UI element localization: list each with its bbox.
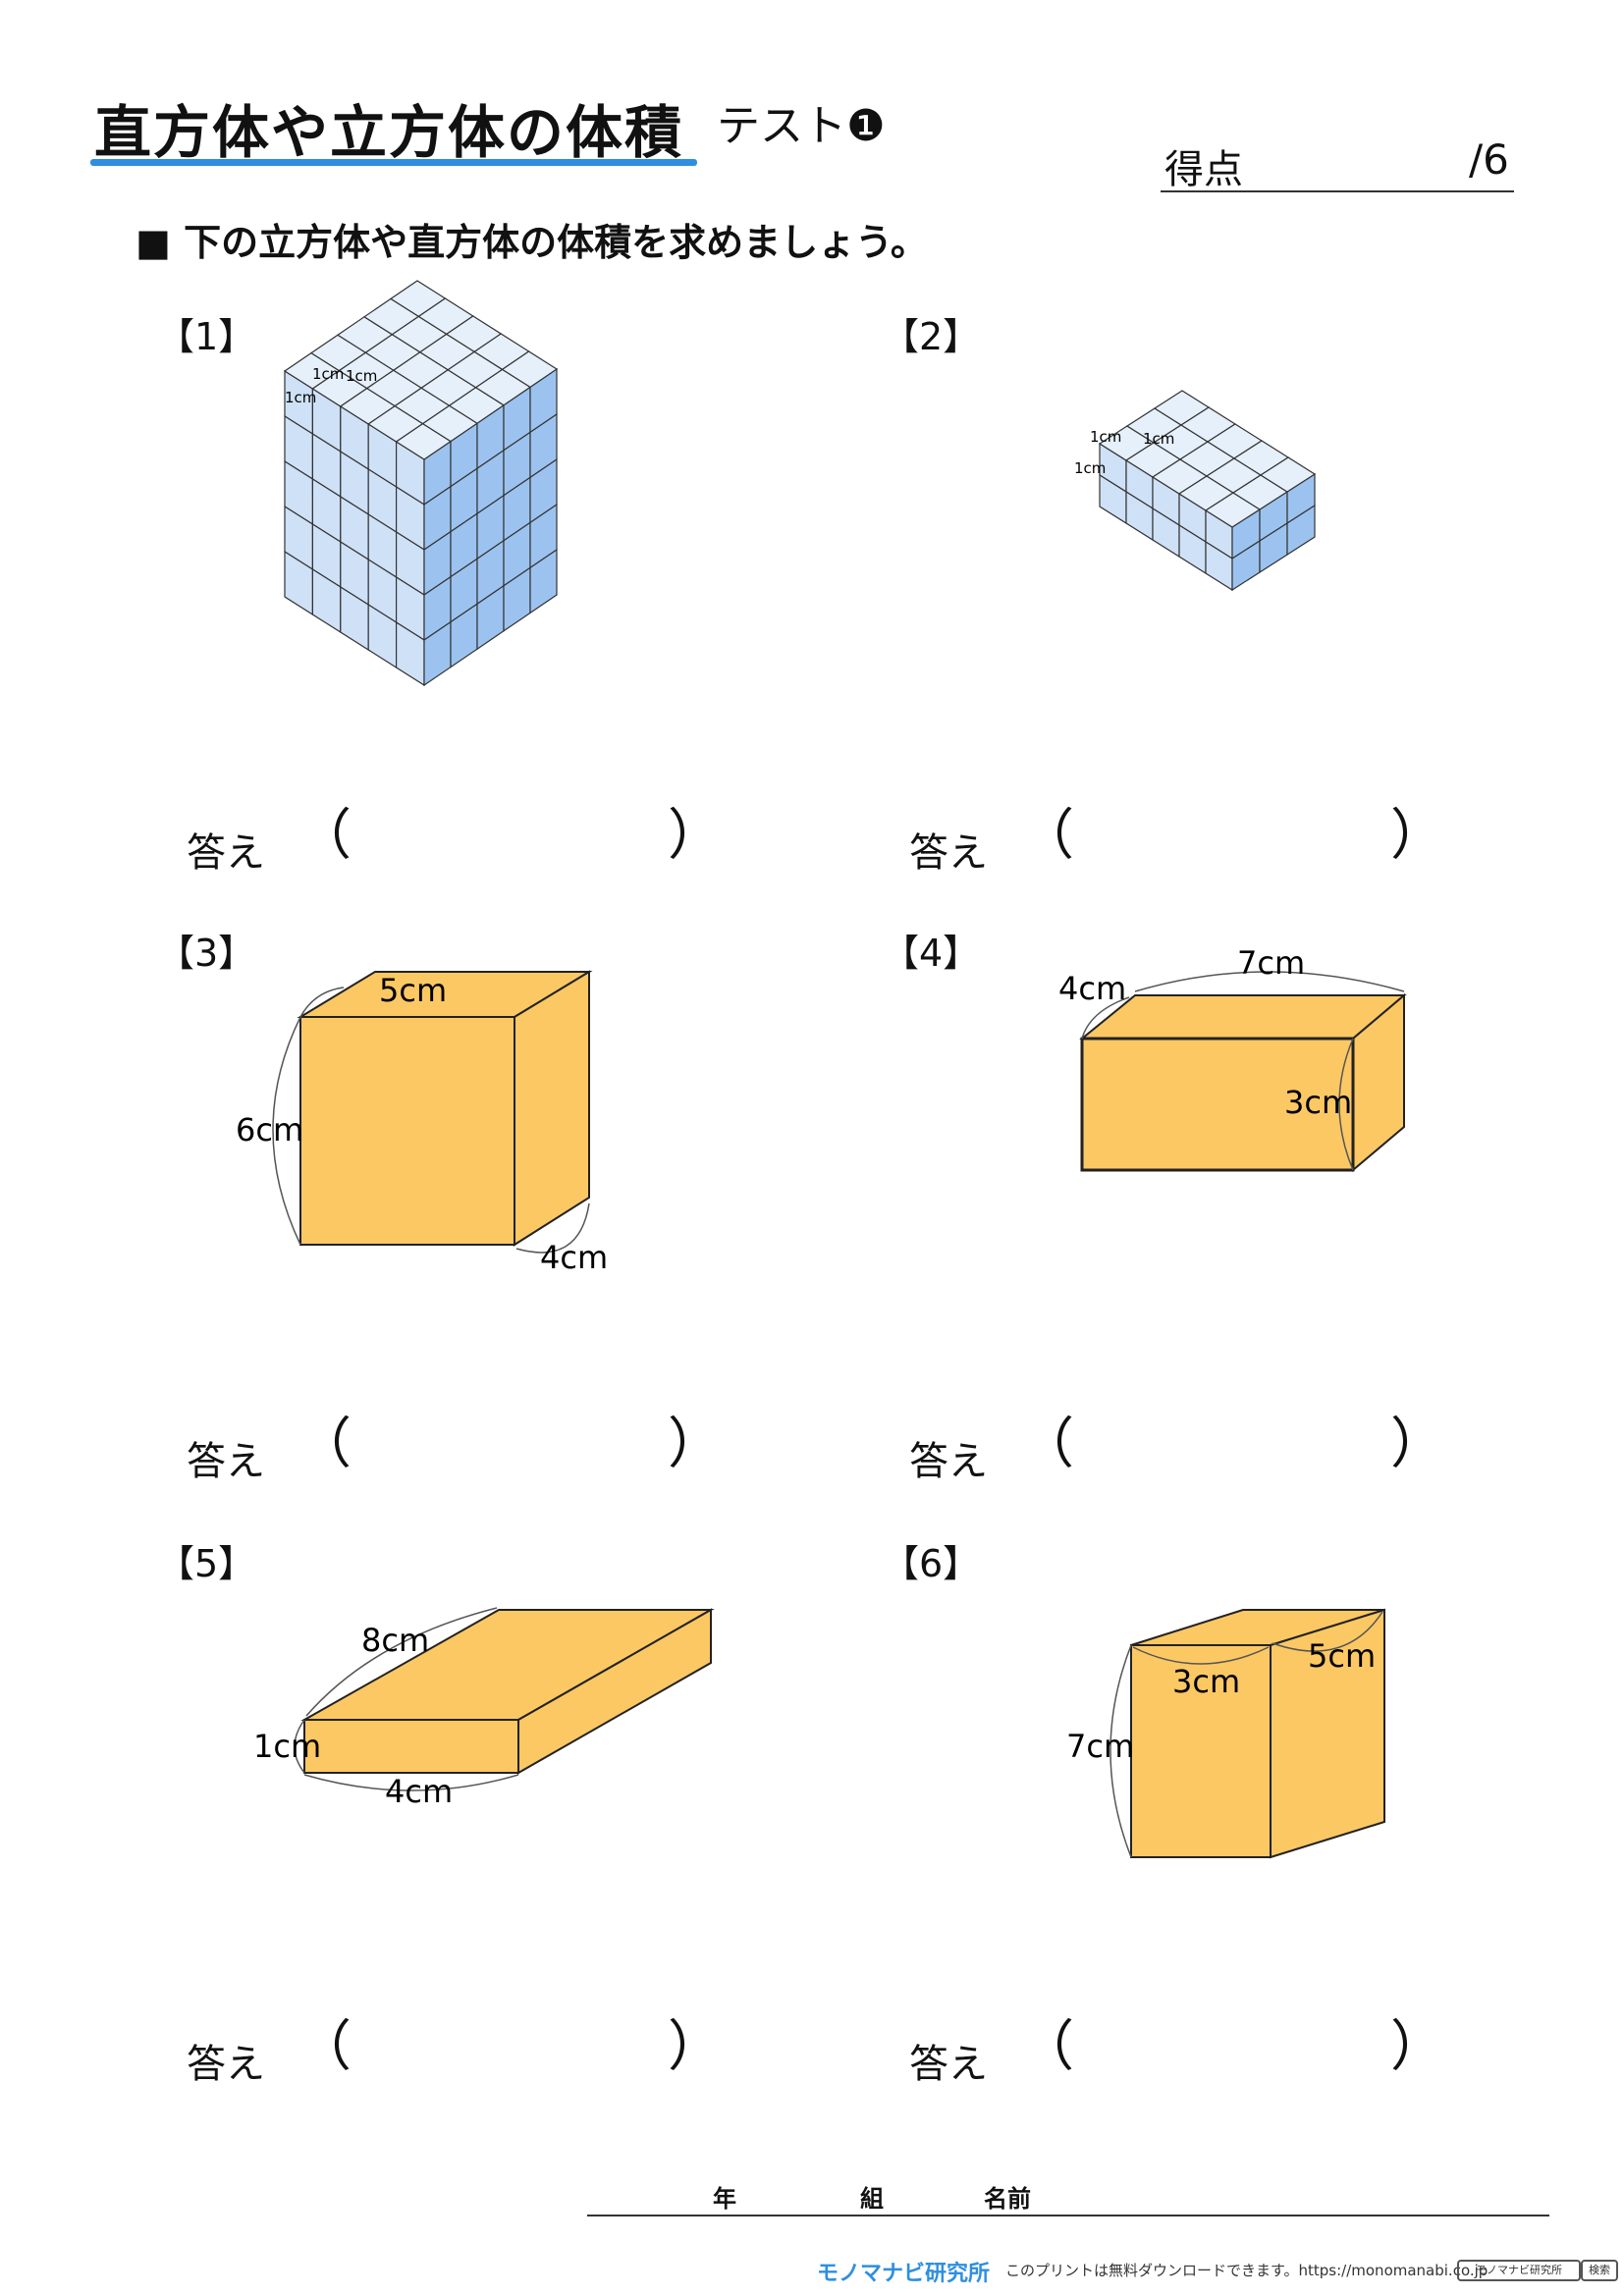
question-3-label: 【3】 — [157, 932, 256, 975]
question-5-label: 【5】 — [157, 1542, 256, 1585]
footer-logo: モノマナビ研究所 — [817, 2262, 991, 2286]
figure-2-side-cell — [1286, 504, 1316, 557]
score-label: 得点 — [1164, 147, 1243, 192]
figure-4-front-face — [1080, 1037, 1355, 1172]
score-line — [1161, 190, 1514, 192]
figure-3-side-face — [514, 970, 590, 1247]
figure-3-dim-height: 6cm — [236, 1111, 303, 1148]
answer-1-close-paren: ） — [668, 804, 723, 868]
figure-2-top-cell — [1259, 456, 1317, 493]
figure-4-dim-height: 3cm — [1284, 1084, 1352, 1121]
figure-2-unit-depth-label: 1cm — [1143, 430, 1174, 448]
figure-2-unit-width-label: 1cm — [1090, 428, 1121, 446]
footer-name-label: 名前 — [984, 2185, 1031, 2213]
figure-2-unit-height-label: 1cm — [1074, 459, 1106, 477]
title-underline — [90, 159, 697, 166]
figure-3-dim-top: 5cm — [379, 972, 447, 1009]
instruction: ■ 下の立方体や直方体の体積を求めましょう。 — [135, 221, 928, 264]
footer-name-line — [587, 2215, 1549, 2216]
answer-5-open-paren: （ — [297, 2015, 352, 2079]
question-2-label: 【2】 — [882, 315, 981, 358]
figure-2-cube-grid: 1cm 1cm 1cm — [1074, 390, 1317, 592]
figure-5-box: 8cm 1cm 4cm — [253, 1607, 715, 1810]
answer-3-open-paren: （ — [297, 1413, 352, 1476]
figure-1-unit-width-label: 1cm — [312, 365, 344, 383]
answer-3-label: 答え — [187, 1439, 265, 1484]
figure-3-front-face — [299, 1016, 515, 1246]
score-total: /6 — [1469, 135, 1509, 184]
figure-6-front-face — [1130, 1644, 1272, 1858]
answer-4-open-paren: （ — [1019, 1413, 1074, 1476]
test-subtitle: テスト❶ — [717, 101, 886, 151]
answer-6-open-paren: （ — [1019, 2015, 1074, 2079]
answer-5-close-paren: ） — [668, 2015, 723, 2079]
figure-1-unit-height-label: 1cm — [285, 389, 316, 406]
figure-6-dim-width: 3cm — [1172, 1663, 1240, 1700]
answer-1-open-paren: （ — [297, 804, 352, 868]
figure-1-unit-depth-label: 1cm — [346, 367, 377, 385]
figure-4-box: 4cm 7cm 3cm — [1058, 944, 1407, 1173]
page-title: 直方体や立方体の体積 — [94, 99, 684, 166]
footer-class-label: 組 — [860, 2185, 884, 2213]
answer-6-close-paren: ） — [1390, 2015, 1445, 2079]
answer-5-label: 答え — [187, 2042, 265, 2087]
answer-2-label: 答え — [909, 830, 988, 876]
figure-5-front-face — [303, 1719, 519, 1774]
figure-5-dim-width: 4cm — [385, 1773, 453, 1810]
figure-3-box: 5cm 6cm 4cm — [236, 970, 608, 1276]
footer-year-label: 年 — [713, 2185, 736, 2213]
figure-6-box: 3cm 5cm 7cm — [1066, 1608, 1385, 1859]
figure-5-dim-depth: 8cm — [361, 1622, 429, 1659]
answer-2-open-paren: （ — [1019, 804, 1074, 868]
answer-6-label: 答え — [909, 2042, 988, 2087]
figure-1-side-cell — [529, 548, 558, 614]
answer-1-label: 答え — [187, 830, 265, 876]
question-1-label: 【1】 — [157, 315, 256, 358]
figure-4-dim-depth: 4cm — [1058, 970, 1126, 1007]
answer-2-close-paren: ） — [1390, 804, 1445, 868]
figure-1-top-cell — [501, 350, 559, 389]
question-4-label: 【4】 — [882, 932, 981, 975]
footer-search-box: モノマナビ研究所 — [1457, 2260, 1581, 2281]
question-6-label: 【6】 — [882, 1542, 981, 1585]
figure-6-dim-depth: 5cm — [1308, 1637, 1376, 1675]
figure-6-dim-height: 7cm — [1066, 1728, 1134, 1765]
figure-4-dim-width: 7cm — [1237, 944, 1305, 982]
answer-3-close-paren: ） — [668, 1413, 723, 1476]
figure-3-dim-depth: 4cm — [540, 1239, 608, 1276]
footer-credit: このプリントは無料ダウンロードできます。https://monomanabi.c… — [1005, 2262, 1489, 2279]
figure-4-top-face — [1079, 994, 1407, 1040]
answer-4-label: 答え — [909, 1439, 988, 1484]
footer-search-button: 検索 — [1581, 2260, 1618, 2281]
figure-5-dim-height: 1cm — [253, 1728, 321, 1765]
answer-4-close-paren: ） — [1390, 1413, 1445, 1476]
